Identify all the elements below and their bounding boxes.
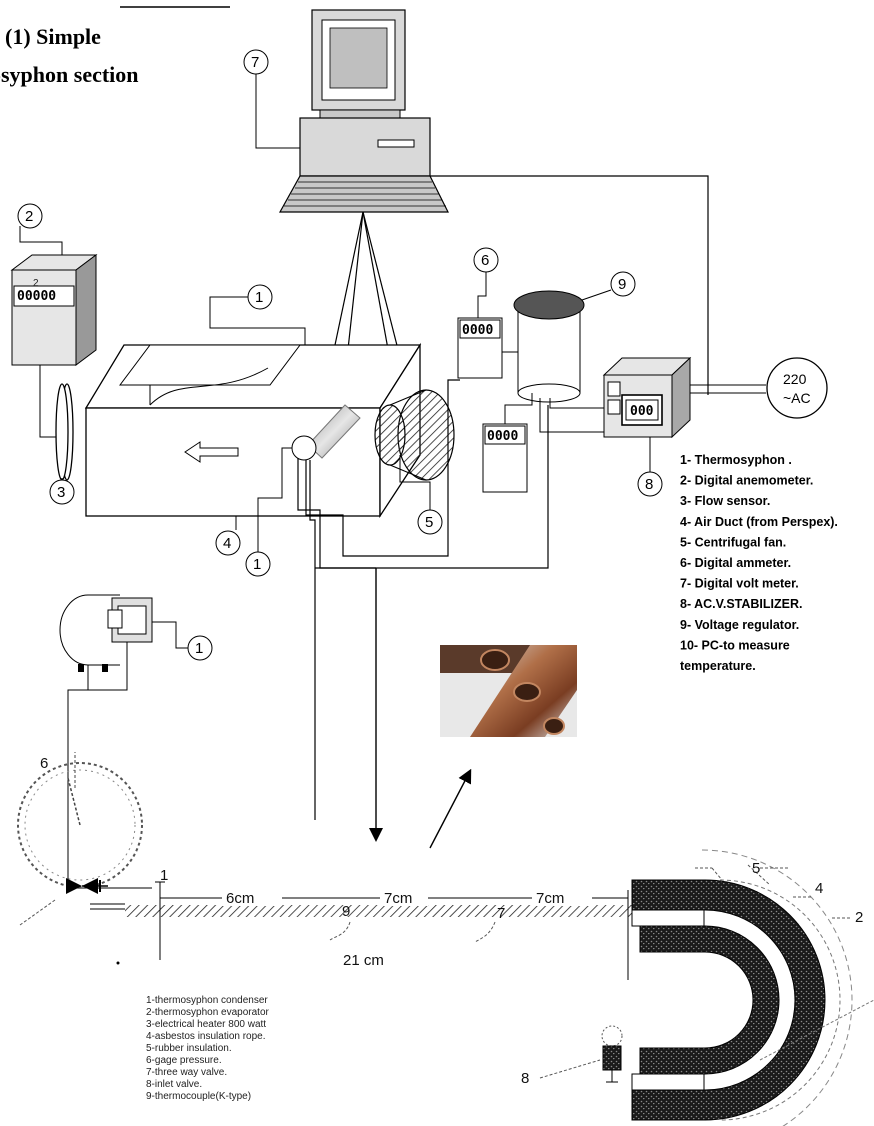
supply-type: ~AC [783,390,811,406]
stabilizer-display: 000 [630,404,654,419]
callout-6: 6 [473,247,499,318]
point-5-label: 5 [752,860,760,877]
legend-bottom-item: 9-thermocouple(K-type) [146,1091,251,1102]
legend-bottom-item: 8-inlet valve. [146,1079,202,1090]
legend-top-item: 4- Air Duct (from Perspex). [680,515,838,529]
legend-top: 1- Thermosyphon . 2- Digital anemometer. 3… [680,453,838,673]
evaporator-u-bend: 5 4 2 [631,849,874,1126]
voltage-regulator [502,290,585,403]
legend-top-item: 6- Digital ammeter. [680,556,791,570]
title-line-1: (1) Simple [5,24,101,49]
callout-1-unit-label: 1 [195,640,203,657]
legend-bottom-item: 5-rubber insulation. [146,1043,232,1054]
callout-1-top: 1 [209,284,306,345]
dimension-labels: 6cm 7cm 7cm 21 cm [116,888,592,969]
callout-3: 3 [49,478,75,505]
dimension-seg1: 6cm [226,890,254,907]
anemometer-small-mark: 2 [33,278,39,289]
legend-top-item: 7- Digital volt meter. [680,577,799,591]
legend-bottom-item: 3-electrical heater 800 watt [146,1019,266,1030]
title-line-2: osyphon section [0,62,139,87]
callout-1-bottom-label: 1 [253,556,261,573]
callout-5: 5 [399,455,443,535]
callout-7: 7 [243,49,300,149]
legend-bottom-item: 4-asbestos insulation rope. [146,1031,266,1042]
legend-top-item: temperature. [680,659,756,673]
legend-bottom-item: 7-three way valve. [146,1067,227,1078]
digital-anemometer: 00000 2 [10,254,98,366]
callout-4: 4 [215,516,241,556]
power-supply: 220 ~AC [690,357,828,419]
legend-top-item: 10- PC-to measure [680,638,790,652]
point-8-label: 8 [521,1070,529,1087]
ac-stabilizer: 000 [602,356,692,439]
callout-1-bottom: 1 [245,447,292,577]
voltmeter-display: 0000 [487,429,518,444]
callout-7-label: 7 [251,54,259,71]
legend-top-item: 2- Digital anemometer. [680,474,813,488]
callout-3-label: 3 [57,484,65,501]
legend-bottom-item: 1-thermosyphon condenser [146,995,268,1006]
dimension-seg2: 7cm [384,890,412,907]
callout-5-label: 5 [425,514,433,531]
photo-pointer-arrow [429,768,472,849]
anemometer-display: 00000 [17,289,56,304]
legend-top-item: 1- Thermosyphon . [680,453,792,467]
section-title: (1) Simple osyphon section [0,6,230,87]
gauge-label: 6 [40,755,48,772]
supply-voltage: 220 [783,371,807,387]
legend-bottom-item: 6-gage pressure. [146,1055,222,1066]
callout-8: 8 [637,437,663,497]
callout-1-unit: 1 [187,635,213,661]
dimension-total: 21 cm [343,952,384,969]
point-9-label: 9 [342,903,350,920]
callout-9: 9 [581,271,636,301]
callout-9-label: 9 [618,276,626,293]
inlet-valve: 8 [521,1025,623,1087]
ammeter-display: 0000 [462,323,493,338]
dimension-seg3: 7cm [536,890,564,907]
callout-1-top-label: 1 [255,289,263,306]
thermosyphon-unit [59,594,190,889]
legend-top-item: 8- AC.V.STABILIZER. [680,597,802,611]
digital-ammeter: 0000 [457,317,503,379]
digital-voltmeter: 0000 [482,393,610,493]
callout-4-label: 4 [223,535,231,552]
legend-top-item: 3- Flow sensor. [680,494,770,508]
point-2-label: 2 [855,909,863,926]
wiring [297,379,549,820]
anemometer-cable [39,365,58,438]
point-7-label: 7 [497,905,505,922]
flow-sensor [55,383,74,481]
callout-2-label: 2 [25,208,33,225]
pressure-gauge: 6 [17,752,143,888]
legend-top-item: 5- Centrifugal fan. [680,535,786,549]
callout-6-label: 6 [481,252,489,269]
three-way-valve [19,878,125,926]
point-4-label: 4 [815,880,823,897]
pc-computer [278,9,449,213]
air-duct [84,342,422,519]
legend-bottom-item: 2-thermosyphon evaporator [146,1007,270,1018]
centrifugal-fan [374,389,455,481]
copper-tube-photo [440,645,577,737]
callout-8-label: 8 [645,476,653,493]
point-1-label: 1 [160,867,168,884]
callout-2: 2 [17,203,63,255]
legend-top-item: 9- Voltage regulator. [680,618,799,632]
